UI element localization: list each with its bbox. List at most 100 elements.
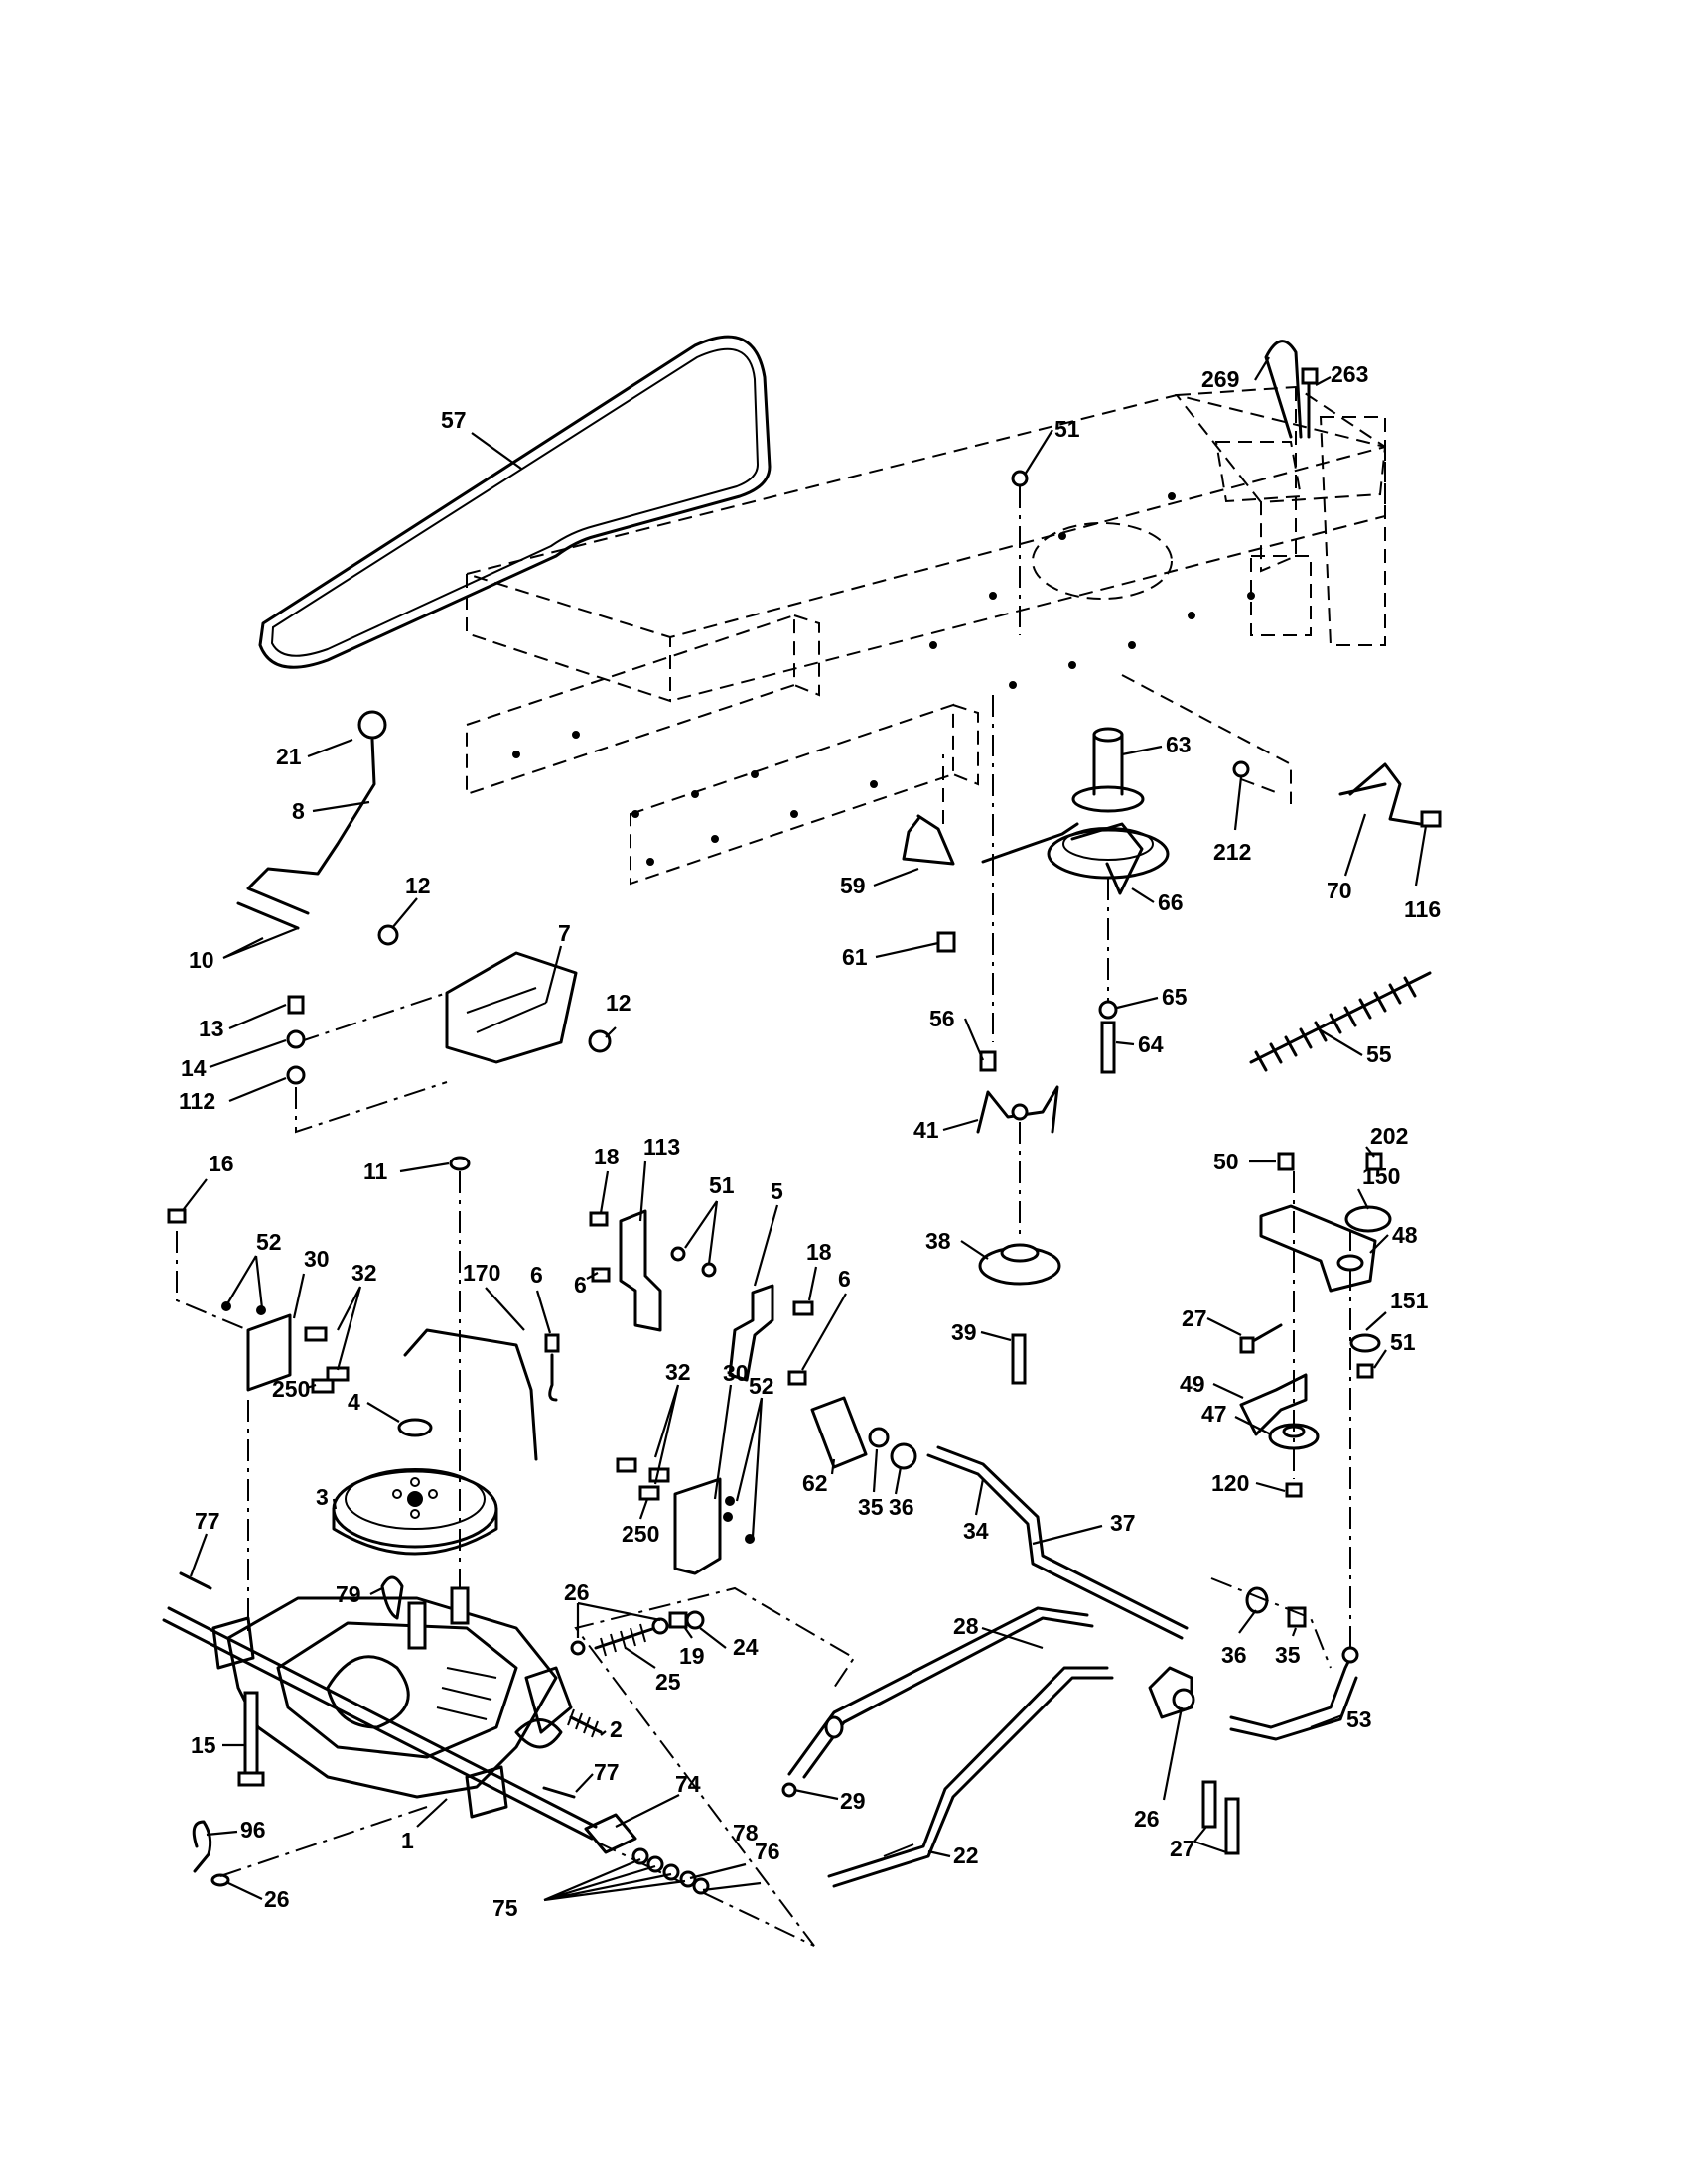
callout-113: 113 — [643, 1134, 680, 1160]
callout-120: 120 — [1211, 1470, 1249, 1496]
callout-30: 30 — [304, 1246, 330, 1272]
callout-39: 39 — [951, 1319, 977, 1345]
drive-belt — [258, 335, 772, 669]
extension-spring-55 — [1249, 971, 1432, 1072]
washer-12-lower — [588, 1029, 612, 1053]
callout-41: 41 — [913, 1117, 939, 1143]
callout-32: 32 — [351, 1260, 377, 1286]
washer-11 — [449, 1156, 471, 1171]
callout-65: 65 — [1162, 984, 1188, 1010]
rod-22 — [832, 1676, 1114, 1888]
callout-2: 2 — [610, 1716, 623, 1742]
callout-28: 28 — [953, 1613, 979, 1639]
callout-66: 66 — [1158, 889, 1184, 915]
callout-64: 64 — [1138, 1031, 1164, 1057]
spring-hook-70 — [1338, 762, 1422, 826]
callout-75: 75 — [492, 1895, 518, 1921]
callout-35: 35 — [858, 1494, 884, 1520]
callout-250: 250 — [272, 1376, 310, 1402]
shift-bracket — [445, 951, 578, 1064]
callout-27: 27 — [1182, 1305, 1207, 1331]
callout-79: 79 — [336, 1581, 361, 1607]
callout-6: 6 — [574, 1272, 587, 1297]
callout-7: 7 — [558, 920, 571, 946]
nut-51-top — [1011, 470, 1029, 487]
belt-guide-269 — [1264, 340, 1303, 439]
callout-77: 77 — [195, 1508, 220, 1534]
rod-170 — [403, 1328, 538, 1461]
bracket-59 — [902, 814, 955, 866]
callout-32: 32 — [665, 1359, 691, 1385]
callout-263: 263 — [1331, 361, 1368, 387]
pin-77-upper — [179, 1571, 212, 1590]
callout-36: 36 — [1221, 1642, 1247, 1668]
callout-29: 29 — [840, 1788, 866, 1814]
pin-77-lower — [542, 1786, 576, 1799]
bolt-15 — [243, 1691, 259, 1779]
callout-61: 61 — [842, 944, 868, 970]
callout-48: 48 — [1392, 1222, 1418, 1248]
callout-52: 52 — [256, 1229, 282, 1255]
callout-116: 116 — [1404, 896, 1441, 922]
bracket-113 — [619, 1209, 662, 1332]
rod-53 — [1229, 1656, 1352, 1729]
callout-4: 4 — [348, 1389, 360, 1415]
callout-53: 53 — [1346, 1706, 1372, 1732]
callout-3: 3 — [316, 1484, 329, 1510]
rod-28 — [802, 1616, 1094, 1779]
callout-112: 112 — [179, 1088, 215, 1114]
rod-34 — [926, 1453, 1184, 1640]
callout-77: 77 — [594, 1759, 620, 1785]
bolt-50 — [1277, 1152, 1295, 1171]
callout-37: 37 — [1110, 1510, 1136, 1536]
callout-10: 10 — [189, 947, 214, 973]
callout-47: 47 — [1201, 1401, 1227, 1427]
callout-21: 21 — [276, 744, 302, 769]
callout-25: 25 — [655, 1669, 681, 1695]
callout-170: 170 — [463, 1260, 500, 1286]
callout-52: 52 — [749, 1373, 774, 1399]
callout-269: 269 — [1201, 366, 1239, 392]
callout-76: 76 — [755, 1839, 780, 1864]
hairpin-96 — [192, 1820, 212, 1873]
callout-13: 13 — [199, 1016, 224, 1041]
bolt-64 — [1100, 1021, 1116, 1074]
callout-56: 56 — [929, 1006, 955, 1031]
callout-150: 150 — [1362, 1163, 1400, 1189]
bracket-48 — [1259, 1204, 1377, 1293]
callout-27: 27 — [1170, 1836, 1195, 1861]
callout-212: 212 — [1213, 839, 1251, 865]
callout-18: 18 — [806, 1239, 832, 1265]
callout-1: 1 — [401, 1828, 414, 1853]
callout-51: 51 — [1054, 416, 1080, 442]
callout-5: 5 — [771, 1178, 783, 1204]
callout-51: 51 — [709, 1172, 735, 1198]
callout-202: 202 — [1370, 1123, 1408, 1149]
callout-6: 6 — [838, 1266, 851, 1292]
nut-16 — [167, 1208, 187, 1224]
callout-12: 12 — [405, 873, 431, 898]
callout-70: 70 — [1327, 878, 1352, 903]
callout-18: 18 — [594, 1144, 620, 1169]
spring-2 — [569, 1715, 603, 1734]
callout-151: 151 — [1390, 1288, 1429, 1313]
callout-55: 55 — [1366, 1041, 1392, 1067]
callout-15: 15 — [191, 1732, 216, 1758]
bracket-5 — [728, 1284, 774, 1382]
spring-25 — [594, 1626, 657, 1650]
callout-57: 57 — [441, 407, 467, 433]
callout-38: 38 — [925, 1228, 951, 1254]
leader-lines — [183, 356, 1428, 1902]
callout-26: 26 — [1134, 1806, 1160, 1832]
key-79 — [380, 1575, 404, 1620]
bushing-62 — [810, 1396, 868, 1469]
callout-12: 12 — [606, 990, 632, 1016]
callout-8: 8 — [292, 798, 305, 824]
callout-6: 6 — [530, 1262, 543, 1288]
callout-51: 51 — [1390, 1329, 1416, 1355]
callout-34: 34 — [963, 1518, 989, 1544]
callout-49: 49 — [1180, 1371, 1205, 1397]
callout-16: 16 — [209, 1151, 234, 1176]
callout-26: 26 — [264, 1886, 290, 1912]
